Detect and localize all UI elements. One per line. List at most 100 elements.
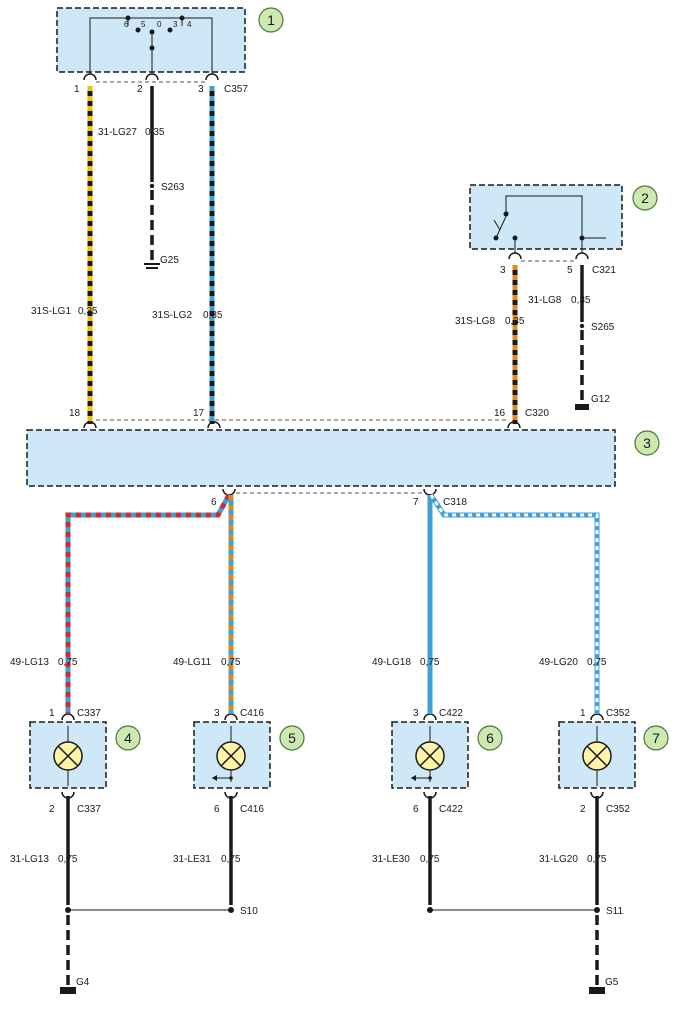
wire-gauge-label: 0,75: [420, 854, 440, 865]
connector-label: C320: [525, 408, 549, 419]
pin-label: 18: [69, 408, 81, 419]
badge-1: 1: [258, 7, 284, 33]
wire-gauge-label: 0,75: [221, 854, 241, 865]
wire-49-LG13: [65, 493, 232, 714]
svg-text:3: 3: [643, 435, 651, 451]
switch-pos-0: 0: [157, 20, 162, 29]
connector-label: C357: [224, 84, 248, 95]
wire-circuit-label: 31S-LG1: [31, 306, 71, 317]
pin-label: 2: [49, 804, 55, 815]
wire-gauge-label: 0,35: [505, 316, 525, 327]
wire-gauge-label: 0,75: [420, 657, 440, 668]
pin-label: 6: [214, 804, 220, 815]
svg-text:5: 5: [288, 730, 296, 746]
wire-gauge-label: 0,35: [145, 127, 165, 138]
connector-label: C422: [439, 804, 463, 815]
badge-7: 7: [643, 725, 669, 751]
connector-label: C318: [443, 497, 467, 508]
wire-circuit-label: 31-LG13: [10, 854, 49, 865]
connector-label: C416: [240, 804, 264, 815]
svg-text:7: 7: [652, 730, 660, 746]
pin-label: 6: [211, 497, 217, 508]
component-1-box: [56, 7, 246, 73]
pin-label: 1: [49, 708, 55, 719]
switch-pos-5: 5: [141, 20, 146, 29]
badge-2: 2: [632, 185, 658, 211]
connector-tie-lines: [96, 81, 576, 494]
wire-circuit-label: 31-LE31: [173, 854, 211, 865]
pin-label: 16: [494, 408, 506, 419]
wire-gauge-label: 0,35: [571, 295, 591, 306]
pin-label: 6: [413, 804, 419, 815]
wire-circuit-label: 31-LG8: [528, 295, 562, 306]
connector-label: C352: [606, 708, 630, 719]
component-3-box: [26, 429, 616, 487]
wire-31-LG20: [589, 796, 605, 994]
connector-cups: [61, 73, 604, 799]
switch-pos-3: 3: [173, 20, 178, 29]
splice-label: S265: [591, 322, 615, 333]
connector-label: C416: [240, 708, 264, 719]
wire-circuit-label: 31-LE30: [372, 854, 410, 865]
wire-circuit-label: 31-LG20: [539, 854, 578, 865]
splice-label: S10: [240, 906, 258, 917]
svg-text:1: 1: [267, 12, 275, 28]
pin-label: 1: [74, 84, 80, 95]
badge-3: 3: [634, 430, 660, 456]
lamp-7-icon: [582, 741, 612, 771]
wire-gauge-label: 0,75: [58, 657, 78, 668]
connector-label: C352: [606, 804, 630, 815]
switch-pos-6: 6: [124, 20, 129, 29]
splice-label: S11: [606, 906, 623, 917]
pin-label: 7: [413, 497, 419, 508]
wire-gauge-label: 0,75: [221, 657, 241, 668]
switch-pos-4: 4: [187, 20, 192, 29]
badge-4: 4: [115, 725, 141, 751]
connector-label: C337: [77, 804, 101, 815]
ground-label: G25: [160, 255, 179, 266]
wire-gauge-label: 0,35: [78, 306, 98, 317]
connector-label: C321: [592, 265, 616, 276]
badge-5: 5: [279, 725, 305, 751]
wire-circuit-label: 49-LG18: [372, 657, 411, 668]
ground-label: G12: [591, 394, 610, 405]
connector-label: C337: [77, 708, 101, 719]
wire-49-LG20: [428, 493, 600, 714]
wire-circuit-label: 49-LG11: [173, 657, 212, 668]
pin-label: 17: [193, 408, 205, 419]
wire-31-LG13: [60, 796, 76, 994]
wire-circuit-label: 49-LG13: [10, 657, 49, 668]
ground-label: G5: [605, 977, 619, 988]
wire-circuit-label: 31-LG27: [98, 127, 137, 138]
svg-text:4: 4: [124, 730, 132, 746]
badge-6: 6: [477, 725, 503, 751]
svg-text:2: 2: [641, 190, 649, 206]
splice-label: S263: [161, 182, 185, 193]
wire-31-LG8: [575, 265, 589, 410]
ground-label: G4: [76, 977, 90, 988]
pin-label: 2: [580, 804, 586, 815]
lamp-4-icon: [53, 741, 83, 771]
pin-label: 2: [137, 84, 143, 95]
splice-dots: [65, 907, 600, 913]
connector-label: C422: [439, 708, 463, 719]
pin-label: 3: [413, 708, 419, 719]
wire-gauge-label: 0,75: [587, 657, 607, 668]
component-2-box: [469, 184, 623, 250]
svg-text:6: 6: [486, 730, 494, 746]
lamp-leads: [67, 726, 598, 786]
pin-label: 5: [567, 265, 573, 276]
wire-gauge-label: 0,75: [587, 854, 607, 865]
wire-circuit-label: 31S-LG2: [152, 310, 192, 321]
rotary-switch-symbol: [89, 15, 213, 78]
wire-31-LG27: [144, 86, 160, 269]
pin-label: 3: [214, 708, 220, 719]
door-switch-symbol: [493, 195, 606, 255]
wire-gauge-label: 0,35: [203, 310, 223, 321]
pin-label: 3: [500, 265, 506, 276]
wire-circuit-label: 49-LG20: [539, 657, 578, 668]
pin-label: 1: [580, 708, 586, 719]
pin-label: 3: [198, 84, 204, 95]
wire-gauge-label: 0,75: [58, 854, 78, 865]
